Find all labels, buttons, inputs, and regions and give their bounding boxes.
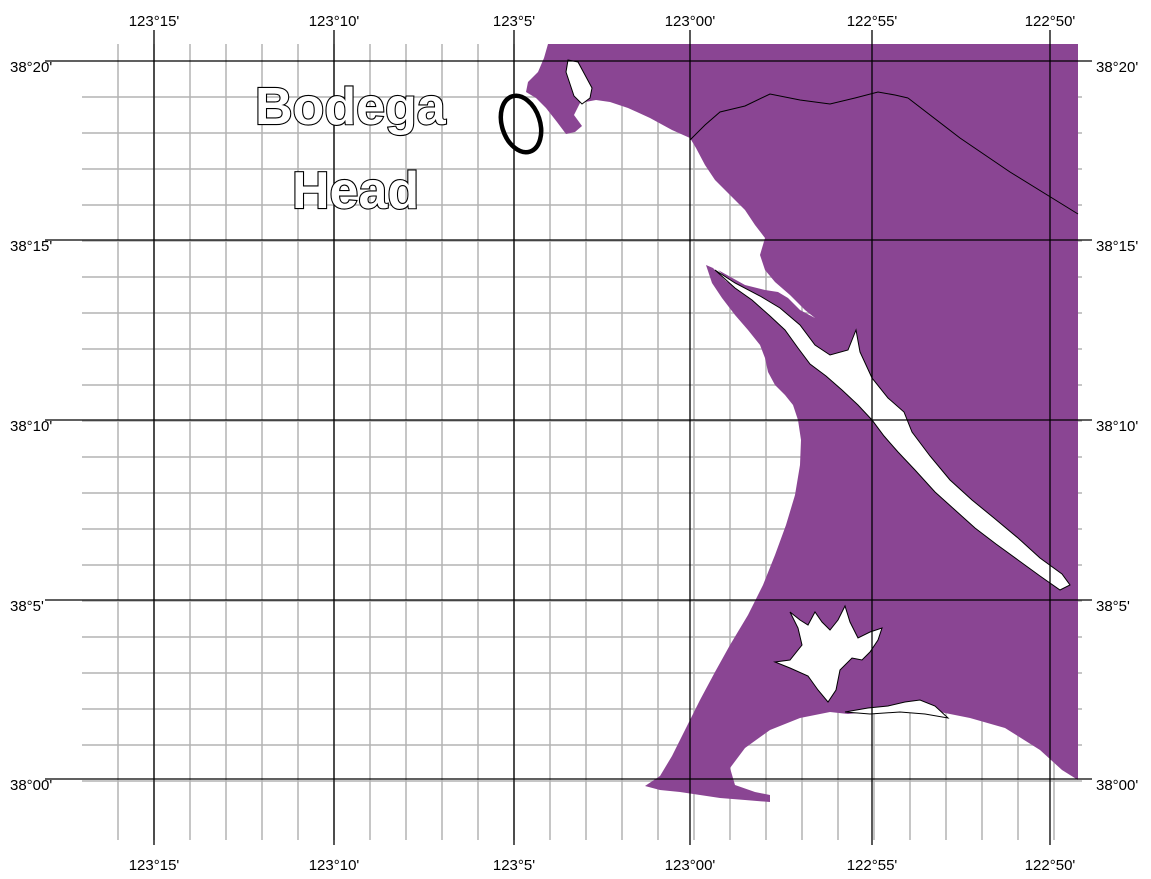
- latitude-label: 38°15': [1096, 238, 1138, 255]
- longitude-label: 123°15': [129, 13, 180, 30]
- longitude-label: 123°15': [129, 857, 180, 874]
- water-features: [565, 59, 1071, 719]
- land-mainland: [526, 44, 1078, 802]
- longitude-label: 123°5': [493, 13, 535, 30]
- tomales-bay: [714, 269, 1071, 591]
- bodega-head-marker: [498, 93, 544, 155]
- latitude-labels-left: 38°20' 38°15' 38°10' 38°5' 38°00': [10, 59, 52, 794]
- latitude-label: 38°00': [1096, 777, 1138, 794]
- major-grid: [45, 30, 1092, 845]
- latitude-label: 38°5': [10, 598, 44, 615]
- longitude-labels-top: 123°15' 123°10' 123°5' 123°00' 122°55' 122°50…: [129, 13, 1076, 30]
- longitude-labels-bottom: 123°15' 123°10' 123°5' 123°00' 122°55' 122°50…: [129, 857, 1076, 874]
- latitude-label: 38°15': [10, 238, 52, 255]
- place-label-head: Head: [292, 162, 419, 220]
- latitude-label: 38°20': [1096, 59, 1138, 76]
- shoreline-detail: [689, 91, 909, 141]
- longitude-label: 122°50': [1025, 13, 1076, 30]
- latitude-labels-right: 38°20' 38°15' 38°10' 38°5' 38°00': [1096, 59, 1138, 794]
- longitude-label: 123°00': [665, 13, 716, 30]
- land-masses: [526, 44, 1078, 802]
- boundary-line: [907, 97, 1079, 215]
- longitude-label: 122°50': [1025, 857, 1076, 874]
- drakes-beach-lagoon: [844, 699, 950, 719]
- latitude-label: 38°5': [1096, 598, 1130, 615]
- latitude-label: 38°00': [10, 777, 52, 794]
- longitude-label: 122°55': [847, 13, 898, 30]
- latitude-label: 38°20': [10, 59, 52, 76]
- longitude-label: 123°00': [665, 857, 716, 874]
- latitude-label: 38°10': [10, 418, 52, 435]
- drakes-estero: [773, 604, 883, 703]
- longitude-label: 123°5': [493, 857, 535, 874]
- bodega-harbor: [565, 59, 593, 105]
- longitude-label: 122°55': [847, 857, 898, 874]
- longitude-label: 123°10': [309, 13, 360, 30]
- longitude-label: 123°10': [309, 857, 360, 874]
- latitude-label: 38°10': [1096, 418, 1138, 435]
- place-label-bodega: Bodega: [255, 78, 447, 136]
